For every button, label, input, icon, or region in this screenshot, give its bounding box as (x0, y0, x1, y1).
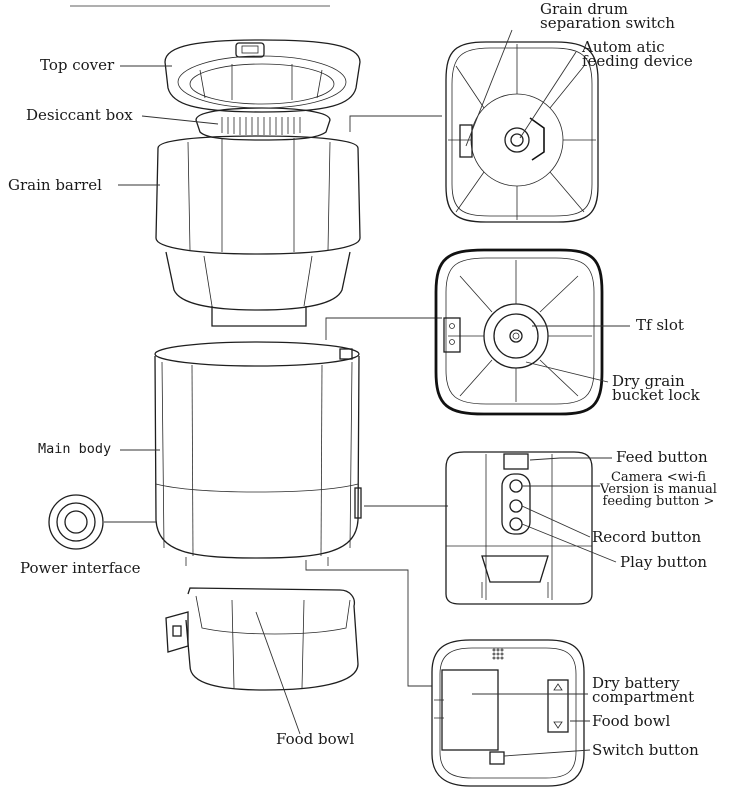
food-bowl-left-illustration (165, 587, 359, 691)
label-camera: Camera <wi-fi Version is manual feeding … (600, 470, 717, 509)
label-food-bowl-left: Food bowl (276, 730, 355, 748)
main-body-illustration (154, 341, 362, 566)
label-dry-battery-line1: Dry battery (592, 674, 680, 692)
label-grain-drum-switch-line2: separation switch (540, 14, 675, 32)
label-desiccant-box: Desiccant box (26, 106, 133, 124)
power-interface-illustration (48, 494, 104, 550)
label-tf-slot: Tf slot (636, 316, 684, 334)
grain-barrel-illustration (155, 135, 361, 327)
label-grain-barrel: Grain barrel (8, 176, 102, 194)
label-camera-line3: feeding button > (602, 494, 715, 509)
label-dry-battery: Dry battery compartment (592, 674, 695, 706)
left-leader-lines (104, 65, 448, 735)
label-food-bowl-right: Food bowl (592, 712, 671, 730)
label-record-button: Record button (592, 528, 702, 546)
desiccant-box-illustration (195, 107, 331, 141)
label-grain-drum-switch: Grain drum separation switch (540, 0, 675, 32)
label-dry-grain-lock: Dry grain bucket lock (612, 372, 700, 404)
label-switch-button: Switch button (592, 741, 699, 759)
label-automatic-feeding-line2: feeding device (582, 52, 693, 70)
label-main-body: Main body (38, 441, 112, 457)
label-play-button: Play button (620, 553, 708, 571)
bottom-view-battery (431, 639, 585, 787)
label-top-cover: Top cover (40, 56, 115, 74)
label-feed-button: Feed button (616, 448, 708, 466)
right-leader-lines (465, 29, 630, 757)
label-grain-drum-switch-line1: Grain drum (540, 0, 628, 18)
label-dry-grain-lock-line1: Dry grain (612, 372, 685, 390)
label-automatic-feeding-line1: Autom atic (582, 38, 665, 56)
label-camera-line2: Version is manual (600, 482, 717, 497)
label-power-interface: Power interface (20, 559, 141, 577)
label-camera-line1: Camera <wi-fi (610, 470, 707, 485)
top-view-grain-drum (445, 41, 599, 223)
label-dry-battery-line2: compartment (592, 688, 695, 706)
top-cover-illustration (164, 39, 361, 113)
label-dry-grain-lock-line2: bucket lock (612, 386, 700, 404)
top-view-tf-slot (434, 248, 604, 416)
label-automatic-feeding: Autom atic feeding device (582, 38, 693, 70)
